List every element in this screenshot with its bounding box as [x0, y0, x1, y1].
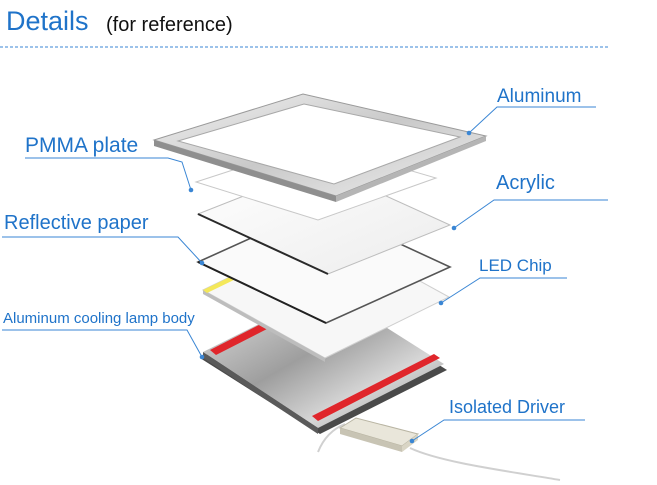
- leader-lines: [2, 106, 608, 442]
- label-reflective-paper: Reflective paper: [4, 212, 149, 234]
- page-subtitle: (for reference): [106, 14, 233, 36]
- leader-line-acrylic: [453, 199, 608, 229]
- isolated-driver-group: [317, 417, 561, 481]
- leader-line-pmma-plate: [25, 157, 192, 191]
- leader-dots: [188, 130, 472, 444]
- label-pmma-plate: PMMA plate: [25, 134, 139, 157]
- leader-line-reflective-paper: [2, 236, 203, 264]
- aluminum-frame-layer: [152, 93, 488, 202]
- label-acrylic: Acrylic: [496, 172, 555, 194]
- driver-cable: [409, 447, 561, 481]
- page-title: Details: [6, 6, 89, 36]
- leader-line-aluminum: [468, 106, 596, 134]
- led-strip-right: [312, 354, 440, 421]
- label-aluminum: Aluminum: [497, 86, 582, 107]
- label-led-chip: LED Chip: [479, 256, 552, 275]
- leader-line-cooling-body: [2, 329, 203, 358]
- label-aluminum-cooling-lamp-body: Aluminum cooling lamp body: [3, 310, 195, 327]
- label-isolated-driver: Isolated Driver: [449, 397, 566, 417]
- leader-line-led-chip: [440, 277, 567, 304]
- led-chip-strip: [203, 274, 240, 293]
- leader-line-isolated-driver: [411, 419, 585, 442]
